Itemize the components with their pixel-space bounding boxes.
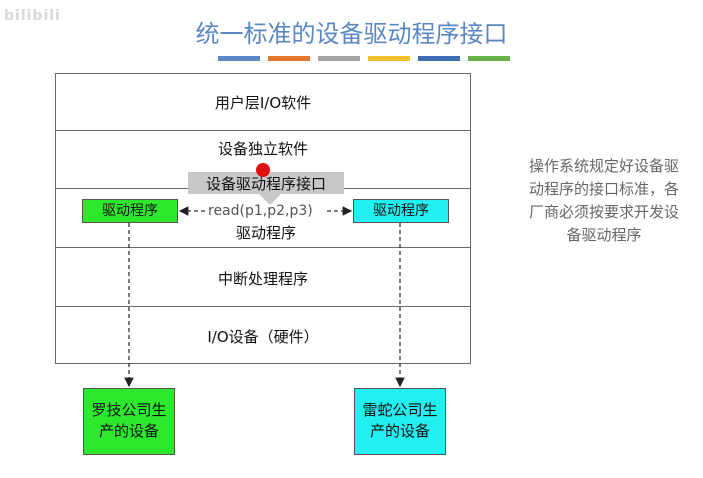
note-line: 备驱动程序 — [566, 226, 642, 244]
vendor-label: 罗技公司生 — [91, 401, 167, 419]
read-call-label: read(p1,p2,p3) — [208, 203, 313, 219]
color-bar — [368, 56, 410, 61]
color-bar — [418, 56, 460, 61]
vendor-label: 产的设备 — [98, 422, 159, 440]
pointer-dot — [256, 163, 270, 177]
layer-label: 驱动程序 — [235, 224, 296, 242]
arrow-down-icon — [258, 193, 282, 205]
driver-box-left: 驱动程序 — [82, 199, 178, 223]
vendor-box-logitech: 罗技公司生 产的设备 — [83, 388, 175, 455]
layer-label: 用户层I/O软件 — [214, 94, 312, 112]
layer-io-device-hardware: I/O设备（硬件） — [55, 307, 471, 364]
note-line: 动程序的接口标准，各 — [528, 180, 679, 198]
vendor-box-razer: 雷蛇公司生 产的设备 — [354, 388, 446, 455]
note-line: 厂商必须按要求开发设 — [528, 203, 679, 221]
layer-driver — [55, 189, 471, 248]
color-bar — [268, 56, 310, 61]
layer-user-io-software: 用户层I/O软件 — [55, 73, 471, 131]
layer-label: I/O设备（硬件） — [207, 328, 319, 346]
color-bar — [318, 56, 360, 61]
color-bar — [218, 56, 260, 61]
layer-label: 中断处理程序 — [217, 270, 308, 288]
slide-title: 统一标准的设备驱动程序接口 — [195, 20, 508, 48]
interface-label: 设备驱动程序接口 — [205, 175, 326, 193]
watermark: bilibili — [4, 8, 61, 24]
color-bar — [468, 56, 510, 61]
driver-box-right: 驱动程序 — [353, 199, 449, 223]
interface-band — [188, 172, 344, 194]
layer-interrupt-handler: 中断处理程序 — [55, 248, 471, 307]
vendor-label: 雷蛇公司生 — [362, 401, 438, 419]
layer-label: 设备独立软件 — [217, 140, 308, 158]
vendor-label: 产的设备 — [369, 422, 430, 440]
side-note: 操作系统规定好设备驱 动程序的接口标准，各 厂商必须按要求开发设 备驱动程序 — [513, 155, 695, 247]
note-line: 操作系统规定好设备驱 — [528, 157, 679, 175]
